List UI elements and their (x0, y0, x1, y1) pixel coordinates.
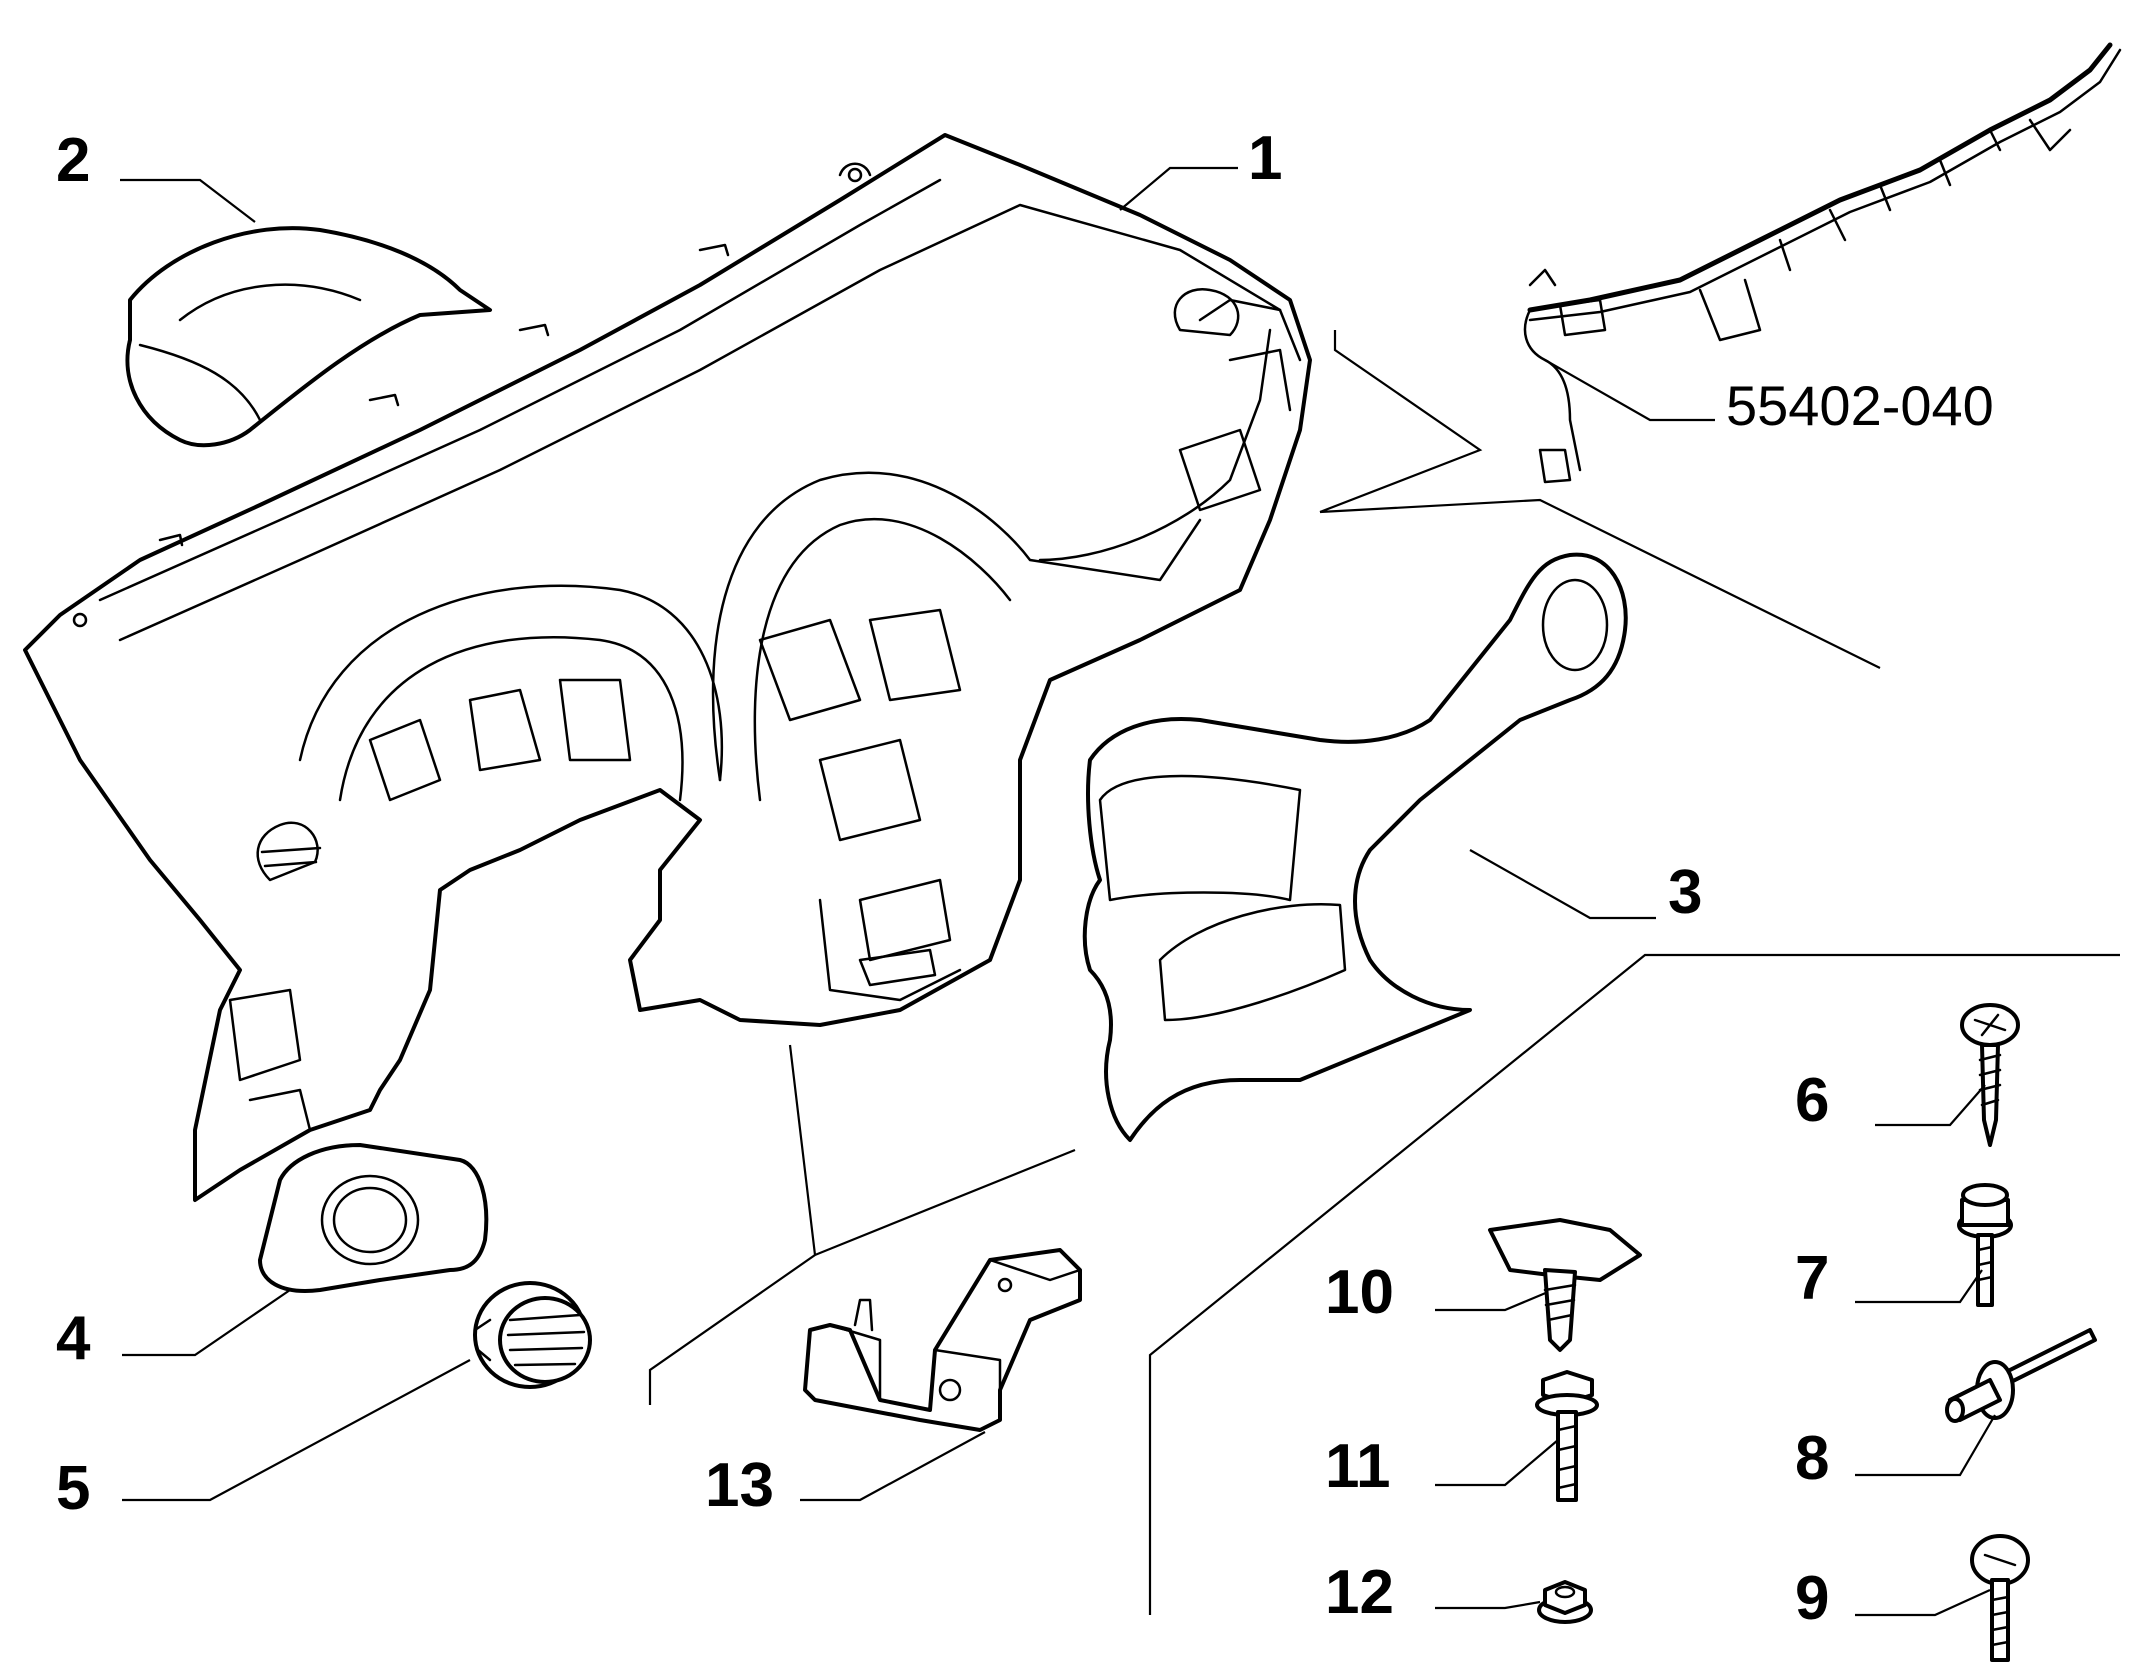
callout-11: 11 (1325, 1432, 1391, 1501)
callout-13: 13 (705, 1451, 774, 1520)
socket-head-bolt (1957, 1183, 2013, 1307)
trim-bezel (1082, 552, 1628, 1142)
callout-8: 8 (1795, 1424, 1830, 1493)
vent-surround (258, 1143, 489, 1293)
pan-head-bolt (1970, 1534, 2030, 1662)
callout-12: 12 (1325, 1558, 1394, 1627)
callout-3: 3 (1668, 858, 1703, 927)
part-number-reference: 55402-040 (1726, 374, 1994, 437)
callout-9: 9 (1795, 1564, 1830, 1633)
self-tapping-screw (1960, 1003, 2020, 1147)
flange-nut (1537, 1580, 1593, 1624)
leader-lines (120, 166, 2120, 1617)
round-air-vent (473, 1281, 592, 1389)
dashboard-panel (23, 133, 1312, 1202)
callout-7: 7 (1795, 1244, 1830, 1313)
callout-10: 10 (1325, 1258, 1394, 1327)
wiring-harness (1523, 42, 2122, 484)
mounting-bracket (803, 1248, 1082, 1432)
push-clip (1488, 1218, 1642, 1352)
hex-flange-bolt (1535, 1370, 1599, 1502)
blind-rivet (1945, 1328, 2097, 1423)
callout-4: 4 (56, 1304, 91, 1373)
instrument-hood-cover (125, 226, 492, 448)
callout-1: 1 (1248, 124, 1283, 193)
callout-2: 2 (56, 126, 91, 195)
callout-6: 6 (1795, 1066, 1830, 1135)
callout-5: 5 (56, 1454, 91, 1523)
